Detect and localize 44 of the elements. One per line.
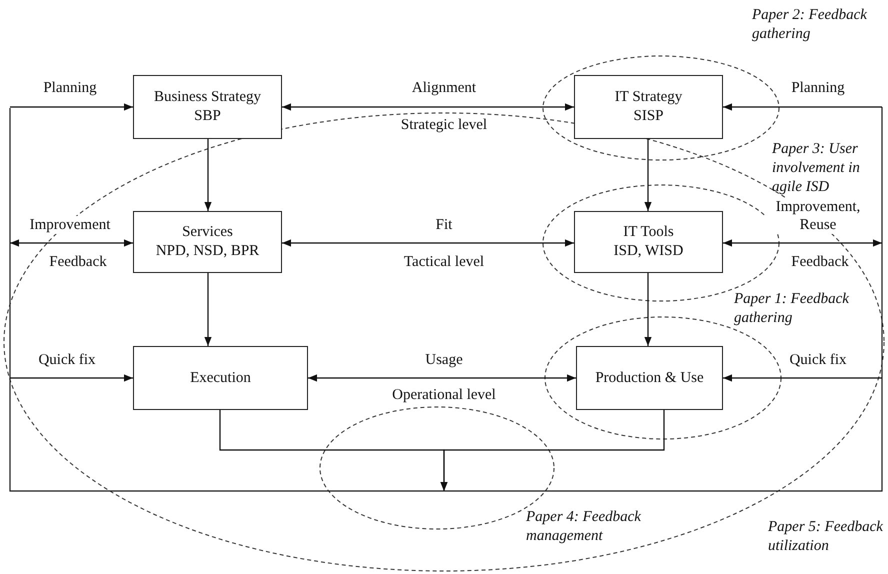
edge-label: Planning <box>789 79 847 97</box>
arrow <box>308 374 576 382</box>
box-text: Services <box>182 223 233 242</box>
arrow <box>10 374 133 382</box>
paper-note: Paper 4: Feedback management <box>526 508 642 546</box>
box-text: Execution <box>190 368 251 388</box>
box-text: IT Tools <box>623 223 674 242</box>
paper-note: Paper 1: Feedback gathering <box>734 290 850 328</box>
edge-label: Quick fix <box>787 351 849 369</box>
box-text: SISP <box>633 107 664 126</box>
arrow <box>723 239 882 247</box>
arrow <box>204 273 212 346</box>
box-text: Business Strategy <box>154 88 262 107</box>
process-box <box>576 346 723 410</box>
paper-note: Paper 2: Feedback gathering <box>752 6 868 44</box>
arrow <box>10 103 133 111</box>
arrow <box>644 139 652 211</box>
arrow <box>10 239 133 247</box>
edge-label: Alignment <box>410 79 478 97</box>
box-text: SBP <box>194 107 221 126</box>
arrow <box>440 410 665 491</box>
box-text: IT Strategy <box>614 88 682 107</box>
paper-note: Paper 5: Feedback utilization <box>768 518 884 556</box>
process-box <box>574 211 723 273</box>
arrow <box>723 103 882 111</box>
level-label: Operational level <box>390 386 498 404</box>
arrow <box>644 273 652 346</box>
edge-label: Quick fix <box>36 351 98 369</box>
paper-note: Paper 3: User involvement in agile ISD <box>772 140 861 197</box>
process-box <box>133 211 282 273</box>
arrow <box>282 239 574 247</box>
box-text: ISD, WISD <box>614 242 684 261</box>
edge-label: Usage <box>423 351 465 369</box>
box-text: Production & Use <box>595 368 704 388</box>
box-text: NPD, NSD, BPR <box>156 242 260 261</box>
arrow <box>282 103 574 111</box>
level-label: Strategic level <box>398 116 490 134</box>
arrow <box>723 374 882 382</box>
process-box <box>133 75 282 139</box>
edge-label: Improvement <box>28 216 112 234</box>
edge-label: Planning <box>41 79 99 97</box>
process-box <box>574 75 723 139</box>
arrow <box>204 139 212 211</box>
process-box <box>133 346 308 410</box>
